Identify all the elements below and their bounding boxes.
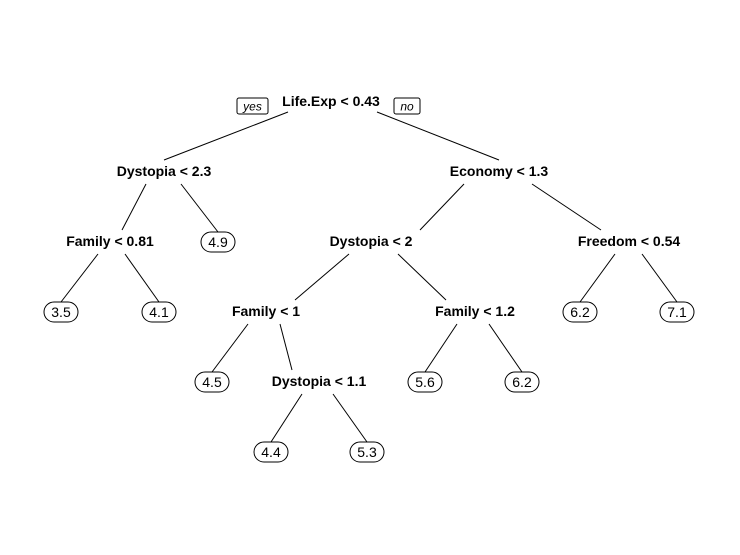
split-node-freedom-0-54: Freedom < 0.54 [578, 233, 681, 249]
leaf-value: 4.9 [208, 234, 228, 250]
leaf-box [43, 301, 79, 323]
leaf-value: 3.5 [51, 304, 71, 320]
no-branch-box [393, 97, 421, 115]
edge-n13-l8 [488, 323, 523, 373]
edge-n7-l10 [641, 253, 678, 303]
leaf-node-l1: 3.5 [43, 301, 79, 323]
split-node-life-exp-0-43: Life.Exp < 0.43 [282, 93, 380, 109]
edge-n12-l4 [211, 323, 249, 373]
split-node-family-1: Family < 1 [232, 303, 300, 319]
leaf-value: 5.3 [357, 444, 377, 460]
leaf-node-l10: 7.1 [659, 301, 695, 323]
leaf-box [407, 371, 443, 393]
no-branch-label: no [400, 100, 414, 114]
edge-n1-n3 [376, 111, 500, 161]
leaf-value: 4.1 [149, 304, 169, 320]
edge-n6-n12 [294, 253, 350, 301]
leaf-node-l2: 4.1 [141, 301, 177, 323]
edge-n7-l9 [579, 253, 616, 303]
split-node-dystopia-2-3: Dystopia < 2.3 [117, 163, 212, 179]
leaf-box [194, 371, 230, 393]
leaf-value: 4.4 [261, 444, 281, 460]
leaf-node-l8: 6.2 [504, 371, 540, 393]
edge-n2-l3 [180, 183, 219, 233]
leaf-node-l7: 5.6 [407, 371, 443, 393]
yes-branch-label: yes [242, 100, 262, 114]
leaf-value: 5.6 [415, 374, 435, 390]
leaf-node-l5: 4.4 [253, 441, 289, 463]
leaf-box [253, 441, 289, 463]
leaf-box [659, 301, 695, 323]
edge-n1-n2 [163, 111, 289, 161]
leaf-value: 6.2 [512, 374, 532, 390]
leaf-box [504, 371, 540, 393]
edge-n25-l5 [270, 393, 303, 443]
edge-n25-l6 [332, 393, 368, 443]
edge-n6-n13 [397, 253, 447, 301]
tree-edges [60, 111, 678, 443]
leaf-value: 6.2 [570, 304, 590, 320]
leaf-node-l3: 4.9 [200, 231, 236, 253]
leaf-node-l9: 6.2 [562, 301, 598, 323]
leaf-box [349, 441, 385, 463]
leaf-box [200, 231, 236, 253]
edge-n12-n25 [279, 323, 293, 371]
edge-n3-n6 [419, 183, 465, 231]
leaf-node-l6: 5.3 [349, 441, 385, 463]
branch-tags: yes no [236, 97, 421, 115]
split-node-family-1-2: Family < 1.2 [435, 303, 515, 319]
edge-n2-n4 [121, 183, 147, 231]
leaf-value: 4.5 [202, 374, 222, 390]
edge-n3-n7 [531, 183, 602, 231]
split-node-family-0-81: Family < 0.81 [66, 233, 154, 249]
split-node-dystopia-2: Dystopia < 2 [330, 233, 413, 249]
leaf-node-l4: 4.5 [194, 371, 230, 393]
edge-n13-l7 [424, 323, 458, 373]
edge-n4-l2 [124, 253, 160, 303]
leaf-box [141, 301, 177, 323]
leaf-value: 7.1 [667, 304, 687, 320]
yes-branch-box [236, 97, 269, 115]
edge-n4-l1 [60, 253, 99, 303]
leaf-box [562, 301, 598, 323]
split-node-economy-1-3: Economy < 1.3 [450, 163, 549, 179]
split-node-dystopia-1-1: Dystopia < 1.1 [272, 373, 367, 389]
